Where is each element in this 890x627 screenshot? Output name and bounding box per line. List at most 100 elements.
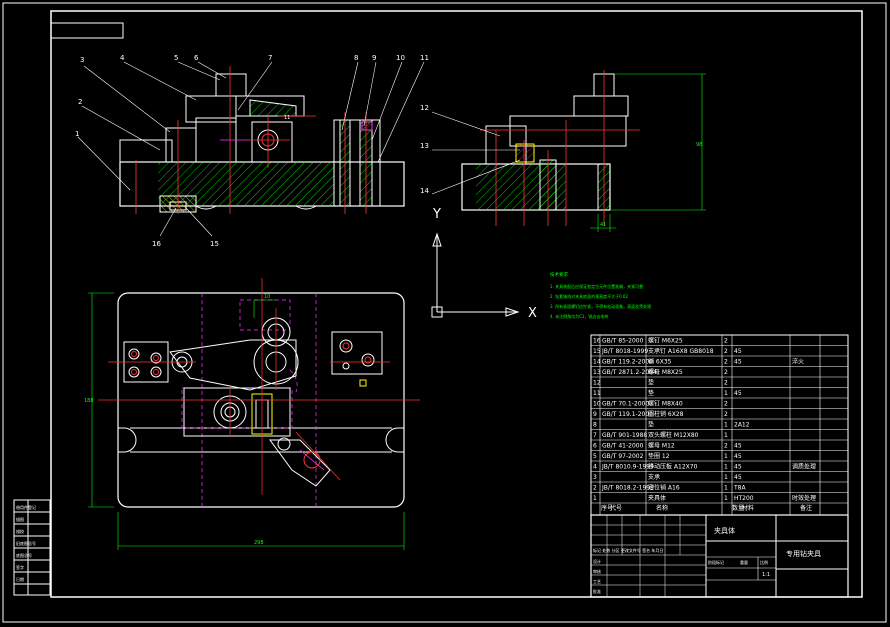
part-label-5: 5 [174, 54, 178, 62]
bom-cell-no: 12 [593, 380, 601, 387]
part-label-6: 6 [194, 54, 199, 62]
bom-cell-qty: 1 [724, 422, 728, 429]
tech-notes-heading: 技术要求 [550, 271, 568, 278]
bom-cell-no: 2 [593, 485, 597, 492]
title-stage-label: 阶段标记 [708, 559, 724, 565]
bom-cell-note: 淬火 [792, 358, 804, 366]
axis-x-label: X [528, 306, 537, 321]
side-block-cell: 底图总号 [16, 552, 32, 558]
title-craft-label: 工艺 [593, 579, 601, 584]
part-label-4: 4 [120, 54, 125, 62]
bom-cell-qty: 2 [724, 369, 728, 376]
inner-frame [50, 10, 863, 598]
side-block-cell: 旧底图总号 [16, 540, 36, 546]
side-block-cell: 描图 [16, 516, 24, 522]
side-block-cell: 日期 [16, 576, 24, 582]
bom-header-std: 代号 [610, 504, 622, 512]
bom-cell-mat: HT200 [734, 495, 754, 502]
bom-cell-qty: 2 [724, 359, 728, 366]
bom-cell-mat: 45 [734, 390, 742, 397]
bom-cell-no: 3 [593, 474, 597, 481]
bom-cell-mat: 45 [734, 453, 742, 460]
bom-cell-name: 垫圈 12 [648, 452, 670, 460]
bom-cell-qty: 1 [724, 485, 728, 492]
bom-cell-std: GB/T 119.1-2000 [602, 411, 653, 418]
bom-header-qty: 数量 [732, 504, 744, 512]
bom-cell-qty: 1 [724, 390, 728, 397]
bom-cell-name: 垫 [648, 379, 654, 387]
technical-requirements: 技术要求 1. 夹具装配后应保证各定位元件位置准确，夹紧可靠 2. 钻套轴线对夹… [550, 271, 651, 319]
title-weight-label: 重量 [740, 559, 748, 565]
bom-cell-no: 6 [593, 443, 597, 450]
part-label-10: 10 [396, 54, 405, 62]
title-approve-label: 批准 [593, 588, 601, 594]
tech-note-line: 1. 夹具装配后应保证各定位元件位置准确，夹紧可靠 [550, 283, 643, 289]
bom-header-name: 名称 [656, 504, 668, 512]
bom-cell-std: JB/T 8018.2-1999 [601, 485, 654, 492]
title-block: 标记 处数 分区 更改文件号 签名 年月日 设计 审核 工艺 批准 夹具体 专用… [590, 514, 849, 598]
title-drawing-name: 专用钻夹具 [786, 549, 821, 558]
bom-cell-std: GB/T 70.1-2000 [602, 401, 649, 408]
bom-cell-no: 11 [593, 390, 601, 397]
part-label-3: 3 [80, 56, 84, 64]
dim-top-offset: 10 [264, 294, 270, 300]
bom-cell-mat: 45 [734, 348, 742, 355]
axis-y-label: Y [432, 207, 441, 222]
bom-cell-no: 8 [593, 422, 597, 429]
bom-cell-name: 双头螺柱 M12X80 [648, 431, 699, 439]
bom-header-no: 序号 [601, 504, 613, 512]
drawing-number-box [50, 22, 124, 39]
part-label-group: 1 2 3 4 5 6 7 8 9 10 11 12 13 14 15 16 [75, 54, 429, 248]
bom-header-mat: 材料 [742, 504, 754, 512]
bom-cell-mat: 2A12 [734, 422, 750, 429]
side-registration-block: 借用件登记 描图 描校 旧底图总号 底图总号 签字 日期 [13, 499, 51, 596]
ucs-axis-icon: Y X [431, 207, 537, 321]
title-check-label: 审核 [593, 568, 601, 574]
dim-side-height: 98 [696, 142, 702, 148]
part-label-12: 12 [420, 104, 429, 112]
bom-cell-no: 15 [593, 348, 601, 355]
dim-front-offset: 11 [284, 115, 290, 121]
bom-cell-qty: 2 [724, 401, 728, 408]
side-view: 98 41 [431, 70, 706, 232]
part-label-16: 16 [152, 240, 161, 248]
bom-cell-qty: 2 [724, 411, 728, 418]
bom-cell-qty: 2 [724, 338, 728, 345]
bom-cell-qty: 2 [724, 443, 728, 450]
side-block-cell: 描校 [16, 528, 24, 534]
bom-cell-qty: 1 [724, 495, 728, 502]
bom-cell-name: 螺母 M8X25 [648, 368, 683, 376]
bom-cell-no: 5 [593, 453, 597, 460]
bom-cell-std: GB/T 97-2002 [602, 453, 644, 460]
bom-cell-name: 圆柱销 6X28 [648, 410, 684, 418]
bom-cell-qty: 1 [724, 432, 728, 439]
bom-cell-name: 垫 [648, 421, 654, 429]
tech-note-line: 4. 未注倒角均为C1，锐边去毛刺 [550, 313, 608, 319]
bom-cell-name: 定位销 A16 [648, 484, 680, 492]
bom-cell-mat: 45 [734, 443, 742, 450]
part-label-15: 15 [210, 240, 219, 248]
title-scale: 1:1 [762, 572, 770, 578]
dim-side-small: 41 [600, 222, 606, 228]
part-label-14: 14 [420, 187, 429, 195]
tech-note-line: 3. 所有紧固螺钉应拧紧，不得有松动现象，表面发黑处理 [550, 303, 651, 309]
bom-cell-no: 7 [593, 432, 597, 439]
bom-cell-note: 调质处理 [792, 463, 816, 471]
bom-cell-no: 16 [593, 338, 601, 345]
bom-cell-mat: T8A [733, 485, 746, 492]
bom-cell-mat: 45 [734, 359, 742, 366]
title-revision-row: 标记 处数 分区 更改文件号 签名 年月日 [593, 547, 663, 553]
part-label-1: 1 [75, 130, 79, 138]
bom-cell-std: GB/T 2871.2-2004 [602, 369, 657, 376]
side-block-cell: 签字 [16, 564, 24, 570]
dim-top-width: 298 [254, 540, 264, 546]
bom-header-note: 备注 [800, 504, 812, 512]
bom-cell-no: 4 [593, 464, 597, 471]
bom-cell-qty: 1 [724, 474, 728, 481]
bom-cell-no: 13 [593, 369, 601, 376]
bom-cell-name: 螺钉 M8X40 [648, 400, 683, 408]
bom-cell-qty: 2 [724, 380, 728, 387]
bom-cell-std: GB/T 85-2000 [602, 338, 644, 345]
